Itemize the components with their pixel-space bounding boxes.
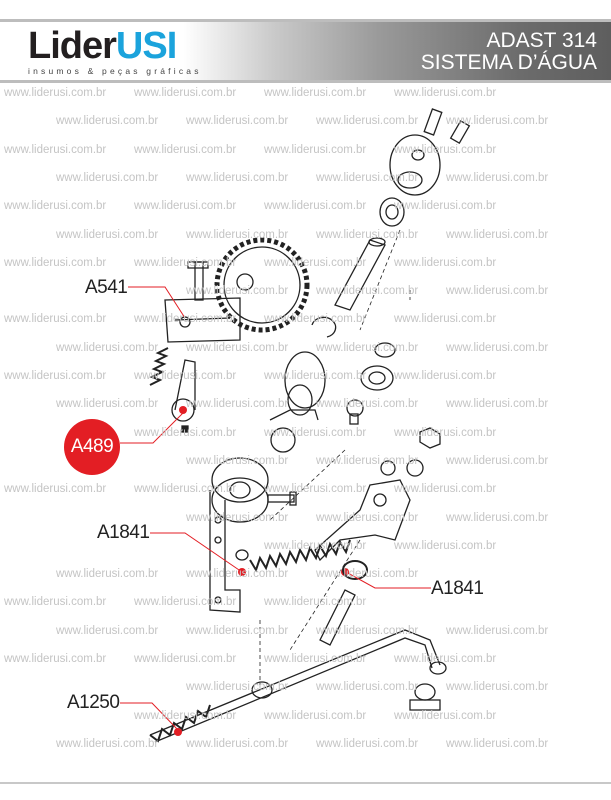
liderusi-logo: LiderUSI insumos & peças gráficas <box>28 27 202 76</box>
header-bottom-rule <box>0 80 611 83</box>
bearing <box>360 342 396 391</box>
screw-bottom <box>409 683 441 711</box>
gear <box>214 237 310 333</box>
part-label-a1841-right: A1841 <box>431 578 484 600</box>
roller-plate <box>209 457 269 613</box>
nut <box>419 427 441 449</box>
lever <box>171 359 196 433</box>
screw-mid <box>267 491 297 506</box>
logo-lider: Lider <box>28 25 117 67</box>
spring-left <box>149 347 169 386</box>
footer-rule <box>0 782 611 784</box>
cam-assembly <box>269 351 326 453</box>
part-label-a1841-left: A1841 <box>97 522 150 544</box>
crank-arm <box>314 479 411 562</box>
pin <box>319 589 356 646</box>
page-title: ADAST 314 SISTEMA D’ÁGUA <box>421 30 597 74</box>
header-top-rule <box>0 19 611 22</box>
screw-top <box>423 108 471 145</box>
logo-tagline: insumos & peças gráficas <box>28 66 202 76</box>
bolt-small <box>346 399 364 425</box>
clip-ring <box>311 316 424 477</box>
shaft <box>334 237 386 311</box>
title-system: SISTEMA D’ÁGUA <box>420 51 597 74</box>
logo-usi: USI <box>115 25 177 67</box>
long-spring <box>249 539 368 580</box>
title-model: ADAST 314 <box>486 29 597 52</box>
spring-bottom <box>149 704 211 743</box>
header-banner <box>0 22 611 80</box>
bushing <box>379 197 405 227</box>
assembly-guide-lines <box>259 229 411 690</box>
part-label-a1250: A1250 <box>67 692 120 714</box>
part-label-a541: A541 <box>85 277 128 299</box>
bearing-housing <box>389 134 441 196</box>
part-badge-a489: A489 <box>64 419 120 475</box>
rod <box>149 629 447 743</box>
bracket <box>164 261 241 343</box>
